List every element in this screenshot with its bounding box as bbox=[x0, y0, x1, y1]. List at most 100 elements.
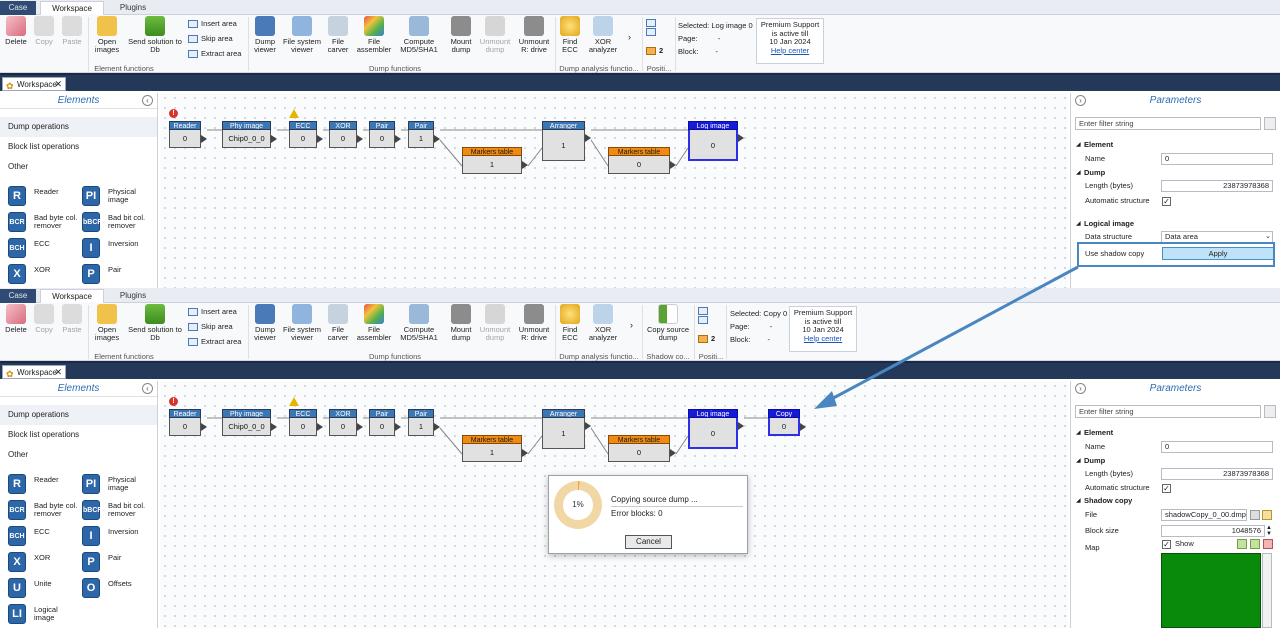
edit-icon[interactable] bbox=[1250, 510, 1260, 520]
fs-viewer-button[interactable]: File system viewer bbox=[282, 304, 322, 342]
output-port[interactable] bbox=[357, 423, 363, 431]
section-element[interactable]: ◢Element bbox=[1071, 426, 1280, 440]
compute-md5-button[interactable]: Compute MD5/SHA1 bbox=[398, 16, 440, 54]
collapse-right-icon[interactable]: › bbox=[1075, 95, 1086, 106]
dump-viewer-button[interactable]: Dump viewer bbox=[252, 16, 278, 54]
output-port[interactable] bbox=[201, 423, 207, 431]
output-port[interactable] bbox=[357, 135, 363, 143]
close-icon[interactable]: ✕ bbox=[54, 79, 62, 89]
section-shadow-copy[interactable]: ◢Shadow copy bbox=[1071, 494, 1280, 508]
output-port[interactable] bbox=[670, 161, 676, 169]
clear-filter-icon[interactable] bbox=[1264, 117, 1276, 130]
skip-area-button[interactable]: Skip area bbox=[188, 322, 233, 332]
skip-area-button[interactable]: Skip area bbox=[188, 34, 233, 44]
output-port[interactable] bbox=[522, 449, 528, 457]
category-dump-operations[interactable]: Dump operations bbox=[0, 405, 157, 425]
file-carver-button[interactable]: File carver bbox=[326, 16, 350, 54]
copy-source-dump-button[interactable]: Copy source dump bbox=[644, 304, 692, 342]
find-ecc-button[interactable]: Find ECC bbox=[558, 16, 582, 54]
section-element[interactable]: ◢Element bbox=[1071, 138, 1280, 152]
delete-icon[interactable] bbox=[1263, 539, 1273, 549]
output-port[interactable] bbox=[395, 135, 401, 143]
unmount-r-button[interactable]: Unmount R: drive bbox=[516, 16, 552, 54]
category-block-list-operations[interactable]: Block list operations bbox=[8, 430, 80, 439]
output-port[interactable] bbox=[395, 423, 401, 431]
file-carver-button[interactable]: File carver bbox=[326, 304, 350, 342]
output-port[interactable] bbox=[434, 135, 440, 143]
output-port[interactable] bbox=[271, 135, 277, 143]
clear-filter-icon[interactable] bbox=[1264, 405, 1276, 418]
filter-input[interactable]: Enter filter string bbox=[1075, 117, 1261, 130]
automatic-structure-checkbox[interactable]: ✓ bbox=[1162, 197, 1171, 206]
compute-md5-button[interactable]: Compute MD5/SHA1 bbox=[398, 304, 440, 342]
help-center-link[interactable]: Help center bbox=[770, 45, 810, 55]
dump-viewer-button[interactable]: Dump viewer bbox=[252, 304, 278, 342]
category-other[interactable]: Other bbox=[8, 162, 29, 171]
name-field[interactable]: 0 bbox=[1161, 153, 1273, 165]
tab-plugins[interactable]: Plugins bbox=[119, 3, 147, 12]
xor-analyzer-button[interactable]: XOR analyzer bbox=[586, 304, 620, 342]
tab-case[interactable]: Case bbox=[0, 289, 36, 303]
extract-area-button[interactable]: Extract area bbox=[188, 49, 241, 59]
show-checkbox[interactable]: ✓ bbox=[1162, 540, 1171, 549]
chevron-right-icon[interactable]: › bbox=[630, 320, 633, 330]
paste-button[interactable]: Paste bbox=[59, 16, 85, 46]
automatic-structure-checkbox[interactable]: ✓ bbox=[1162, 484, 1171, 493]
chevron-right-icon[interactable]: › bbox=[628, 32, 631, 42]
category-other[interactable]: Other bbox=[8, 450, 29, 459]
name-field[interactable]: 0 bbox=[1161, 441, 1273, 453]
mount-dump-button[interactable]: Mount dump bbox=[446, 304, 476, 342]
unmount-r-button[interactable]: Unmount R: drive bbox=[516, 304, 552, 342]
position-icons[interactable] bbox=[698, 306, 711, 325]
unmount-dump-button[interactable]: Unmount dump bbox=[478, 16, 512, 54]
file-assembler-button[interactable]: File assembler bbox=[356, 304, 392, 342]
length-field[interactable]: 23873978368 bbox=[1161, 468, 1273, 480]
copy-button[interactable]: Copy bbox=[31, 16, 57, 46]
find-ecc-button[interactable]: Find ECC bbox=[558, 304, 582, 342]
category-dump-operations[interactable]: Dump operations bbox=[0, 117, 157, 137]
cancel-button[interactable]: Cancel bbox=[625, 535, 672, 549]
unmount-dump-button[interactable]: Unmount dump bbox=[478, 304, 512, 342]
output-port[interactable] bbox=[317, 423, 323, 431]
collapse-left-icon[interactable]: ‹ bbox=[142, 383, 153, 394]
output-port[interactable] bbox=[738, 422, 744, 430]
output-port[interactable] bbox=[738, 134, 744, 142]
insert-area-button[interactable]: Insert area bbox=[188, 307, 237, 317]
send-solution-button[interactable]: Send solution to Db bbox=[128, 304, 182, 342]
output-port[interactable] bbox=[201, 135, 207, 143]
category-block-list-operations[interactable]: Block list operations bbox=[8, 142, 80, 151]
open-images-button[interactable]: Open images bbox=[92, 304, 122, 342]
insert-area-button[interactable]: Insert area bbox=[188, 19, 237, 29]
mount-dump-button[interactable]: Mount dump bbox=[446, 16, 476, 54]
output-port[interactable] bbox=[800, 423, 806, 431]
copy-button[interactable]: Copy bbox=[31, 304, 57, 334]
